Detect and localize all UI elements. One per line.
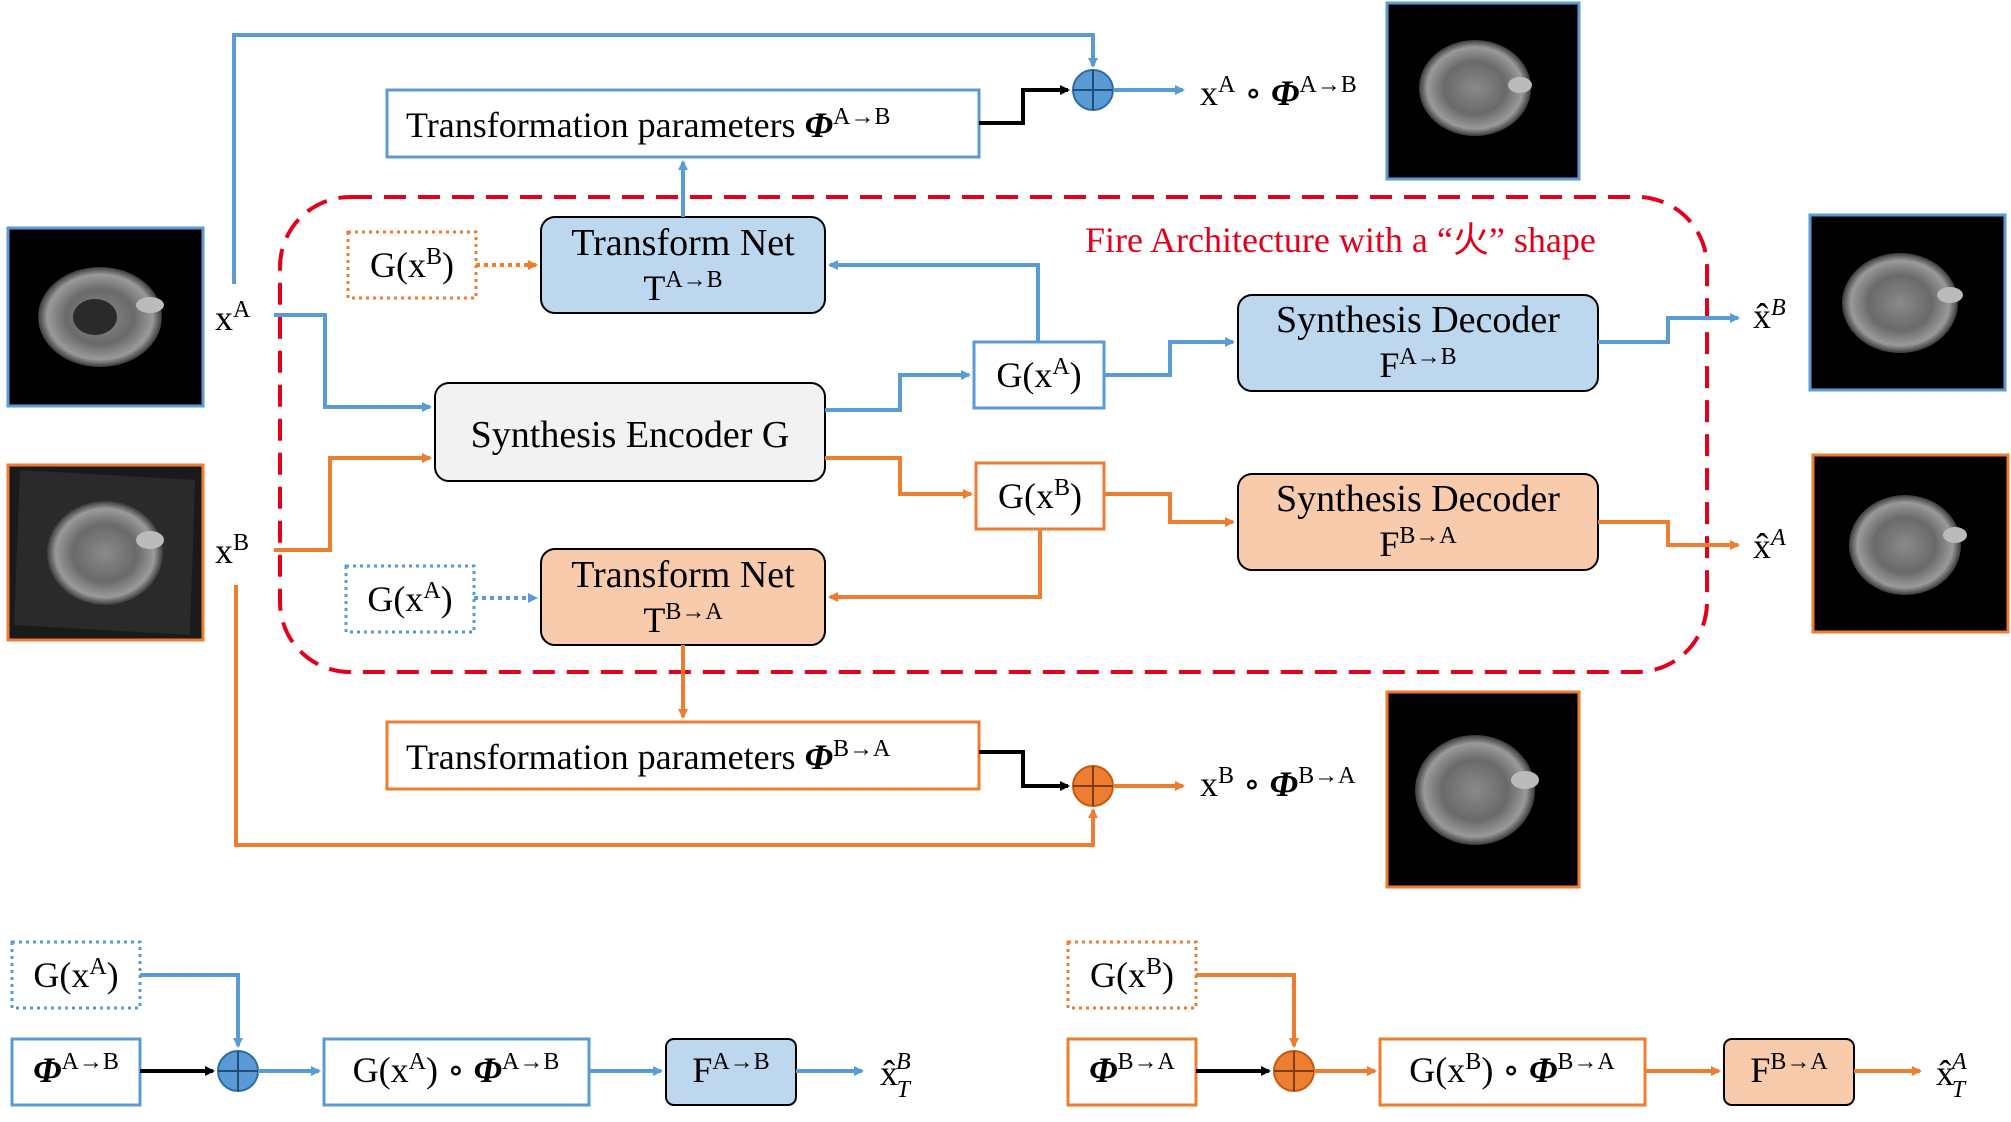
fire-architecture-label: Fire Architecture with a “火” shape <box>1085 220 1596 260</box>
feature-gxA-dotted-box <box>344 564 476 634</box>
transform-net-ab-title: Transform Net <box>571 222 795 264</box>
br-feature-dotted-label: G(xB) <box>1090 954 1174 995</box>
feature-gxB-dotted-box <box>346 230 478 300</box>
warped-b-label: xB ∘ ΦB→A <box>1200 763 1356 804</box>
black-arrow-params-ba-to-sum <box>979 750 1070 791</box>
output-xhatA-label: x̂A <box>1753 525 1786 566</box>
input-xB-label: xB <box>215 530 249 571</box>
sum-node-ab <box>1072 69 1114 111</box>
synthesis-encoder-box <box>434 382 826 482</box>
transform-net-ba-title: Transform Net <box>571 554 795 596</box>
bl-composed-box <box>322 1037 591 1107</box>
black-arrow-params-ab-to-sum <box>979 85 1070 125</box>
bl-feature-dotted-label: G(xA) <box>33 954 118 995</box>
synthesis-decoder-ab-symbol: FA→B <box>1379 344 1456 385</box>
brain-image-xB <box>6 463 205 642</box>
feature-gxB-label: G(xB) <box>998 475 1082 516</box>
feature-gxB-box <box>974 461 1106 531</box>
br-phi-box <box>1066 1037 1198 1107</box>
br-decoder-label: FB→A <box>1750 1049 1828 1090</box>
brain-image-warped-B <box>1385 690 1581 889</box>
br-composed-label: G(xB) ∘ ΦB→A <box>1409 1049 1615 1090</box>
bl-phi-box <box>10 1037 142 1107</box>
transformation-params-ba-box <box>385 720 981 791</box>
bl-decoder-label: FA→B <box>692 1049 769 1090</box>
transform-net-ab-symbol: TA→B <box>643 267 722 308</box>
synthesis-decoder-ba-symbol: FB→A <box>1379 523 1457 564</box>
bl-blue-connectors <box>140 973 864 1076</box>
brain-image-xA <box>6 226 205 408</box>
brain-image-warped-A <box>1385 1 1581 181</box>
br-sum-node <box>1273 1050 1315 1092</box>
output-xhatB-label: x̂B <box>1753 295 1786 336</box>
transformation-params-ab-box <box>385 88 981 159</box>
synthesis-decoder-ba-title: Synthesis Decoder <box>1276 478 1560 520</box>
feature-gxB-dotted-label: G(xB) <box>370 244 454 285</box>
blue-connectors <box>232 33 1740 412</box>
transform-net-ba-symbol: TB→A <box>643 599 723 640</box>
warped-a-label: xA ∘ ΦA→B <box>1200 72 1357 113</box>
feature-gxA-dotted-label: G(xA) <box>367 578 452 619</box>
synthesis-decoder-ab-title: Synthesis Decoder <box>1276 299 1560 341</box>
bl-feature-dotted-box <box>10 940 142 1010</box>
input-xA-label: xA <box>215 297 251 338</box>
transformation-params-ba-label: Transformation parameters ΦB→A <box>406 736 891 777</box>
br-phi-label: ΦB→A <box>1089 1049 1175 1090</box>
br-orange-connectors <box>1196 973 1922 1076</box>
feature-gxA-label: G(xA) <box>996 354 1081 395</box>
brain-image-synth-A <box>1811 453 2010 634</box>
br-feature-dotted-box <box>1066 940 1198 1010</box>
orange-connectors <box>234 453 1740 847</box>
bl-phi-label: ΦA→B <box>33 1049 119 1090</box>
brain-image-synth-B <box>1808 213 2007 392</box>
fire-architecture-region <box>278 195 1709 674</box>
bl-composed-label: G(xA) ∘ ΦA→B <box>353 1049 560 1090</box>
synthesis-encoder-label: Synthesis Encoder G <box>471 414 790 456</box>
transformation-params-ab-label: Transformation parameters ΦA→B <box>406 104 890 145</box>
bl-sum-node <box>217 1050 259 1092</box>
sum-node-ba <box>1072 765 1114 807</box>
